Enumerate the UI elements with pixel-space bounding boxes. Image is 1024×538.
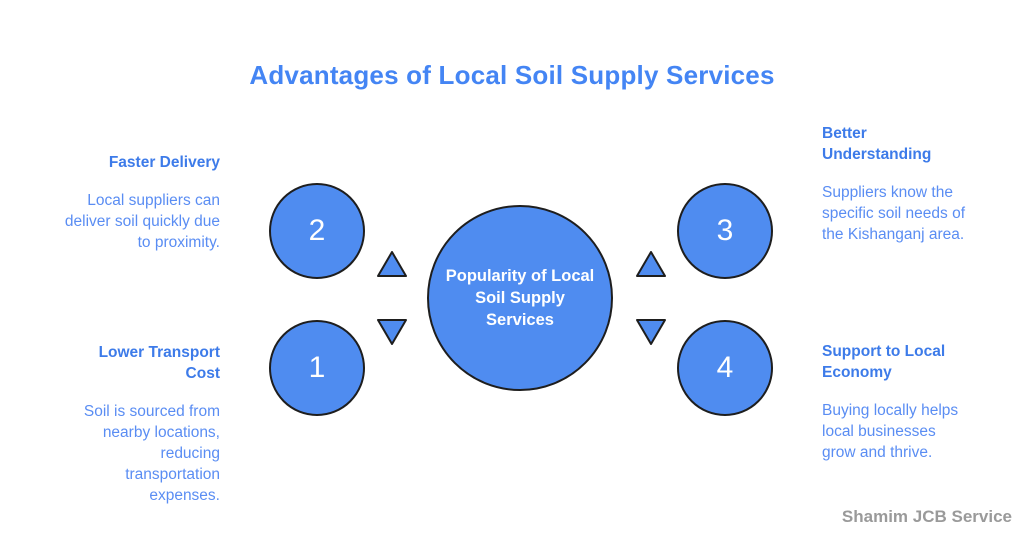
node-number: 1 bbox=[308, 351, 326, 384]
center-circle: Popularity of Local Soil Supply Services bbox=[427, 205, 613, 391]
node-circle-3: 3 bbox=[677, 183, 773, 279]
advantage-text-lower-transport-cost: Lower Transport Cost Soil is sourced fro… bbox=[65, 342, 220, 506]
advantage-heading: Support to Local Economy bbox=[822, 343, 946, 381]
advantage-body: Suppliers know the specific soil needs o… bbox=[822, 184, 966, 243]
advantage-heading: Lower Transport Cost bbox=[98, 344, 220, 382]
advantage-heading: Better Understanding bbox=[822, 125, 932, 163]
advantage-text-better-understanding: Better Understanding Suppliers know the … bbox=[822, 123, 972, 245]
node-number: 3 bbox=[716, 214, 734, 247]
node-circle-4: 4 bbox=[677, 320, 773, 416]
triangle-down-icon bbox=[377, 319, 407, 345]
node-number: 2 bbox=[308, 214, 326, 247]
page-title: Advantages of Local Soil Supply Services bbox=[249, 60, 775, 90]
node-circle-1: 1 bbox=[269, 320, 365, 416]
advantage-text-faster-delivery: Faster Delivery Local suppliers can deli… bbox=[60, 152, 220, 253]
advantage-body: Buying locally helps local businesses gr… bbox=[822, 402, 959, 461]
advantage-heading: Faster Delivery bbox=[108, 154, 220, 171]
triangle-up-icon bbox=[377, 251, 407, 277]
triangle-up-icon bbox=[636, 251, 666, 277]
watermark-text: Shamim JCB Service bbox=[841, 507, 1012, 526]
advantage-body: Soil is sourced from nearby locations, r… bbox=[83, 403, 220, 504]
node-circle-2: 2 bbox=[269, 183, 365, 279]
center-label: Popularity of Local Soil Supply Services bbox=[445, 267, 595, 329]
node-number: 4 bbox=[716, 351, 734, 384]
triangle-down-icon bbox=[636, 319, 666, 345]
advantage-body: Local suppliers can deliver soil quickly… bbox=[64, 192, 220, 251]
advantage-text-support-local-economy: Support to Local Economy Buying locally … bbox=[822, 341, 972, 463]
